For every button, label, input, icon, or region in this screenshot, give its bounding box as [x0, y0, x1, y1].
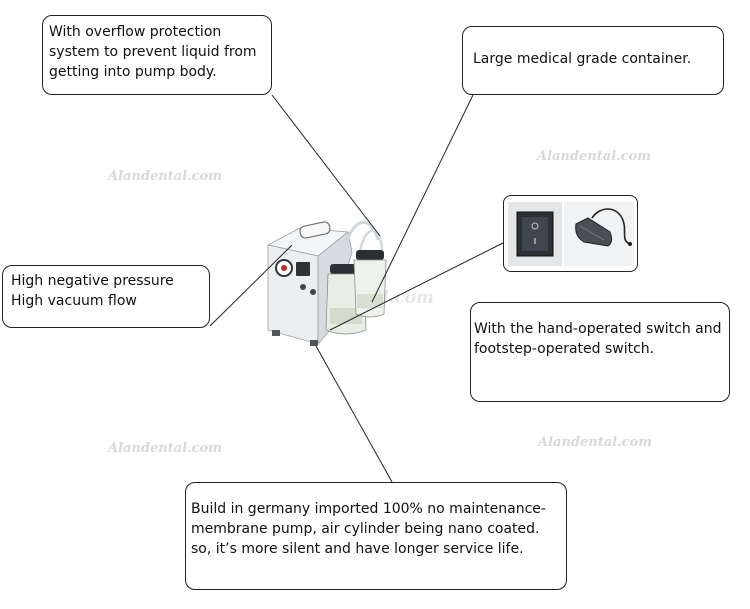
pump-callout: Build in germany imported 100% no mainte… [185, 482, 567, 590]
container-callout: Large medical grade container. [462, 26, 724, 95]
switch-images [508, 202, 634, 266]
watermark: Alandental.com [536, 435, 652, 450]
callout-text-line: High negative pressure [11, 273, 174, 289]
suction-unit-icon [266, 220, 387, 346]
callout-text: Large medical grade container. [473, 51, 692, 67]
callout-text: With overflow protection system to preve… [49, 24, 257, 80]
callout-text-line: High vacuum flow [11, 293, 137, 309]
pressure-callout: High negative pressure High vacuum flow [2, 265, 210, 328]
switch-image-panel [503, 195, 638, 272]
watermark: Alandental.com [535, 149, 651, 164]
watermark: Alandental.com [106, 441, 222, 456]
watermark: Alandental.com [106, 169, 222, 184]
callout-text: Build in germany imported 100% no mainte… [191, 501, 546, 557]
overflow-protection-callout: With overflow protection system to preve… [42, 15, 272, 95]
watermarks: Alandental.com Alandental.com Alandental… [106, 149, 652, 456]
rocker-switch-icon [508, 202, 562, 266]
callout-text: With the hand-operated switch and footst… [474, 321, 722, 357]
switch-callout: With the hand-operated switch and footst… [470, 302, 730, 402]
connector-lines [209, 94, 504, 483]
foot-pedal-icon [564, 202, 634, 266]
